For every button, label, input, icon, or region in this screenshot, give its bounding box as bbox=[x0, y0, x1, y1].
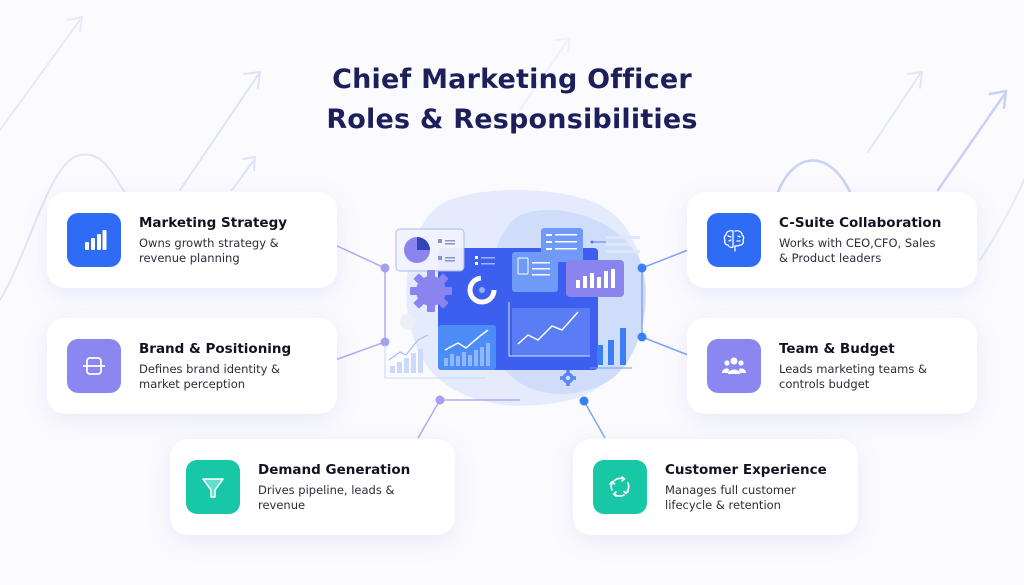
card-marketing-strategy: Marketing Strategy Owns growth strategy … bbox=[47, 192, 337, 288]
card-heading: Demand Generation bbox=[258, 461, 411, 478]
card-description: Works with CEO,CFO, Sales & Product lead… bbox=[779, 235, 936, 265]
card-heading: Brand & Positioning bbox=[139, 340, 292, 357]
card-demand-generation: Demand Generation Drives pipeline, leads… bbox=[170, 439, 455, 535]
team-icon bbox=[707, 339, 761, 393]
card-description: Defines brand identity & market percepti… bbox=[139, 361, 281, 391]
card-heading: Team & Budget bbox=[779, 340, 895, 357]
card-c-suite-collaboration: C-Suite Collaboration Works with CEO,CFO… bbox=[687, 192, 977, 288]
card-heading: Customer Experience bbox=[665, 461, 827, 478]
card-description: Leads marketing teams & controls budget bbox=[779, 361, 927, 391]
card-description: Manages full customer lifecycle & retent… bbox=[665, 482, 796, 512]
card-customer-experience: Customer Experience Manages full custome… bbox=[573, 439, 858, 535]
title-line-1: Chief Marketing Officer bbox=[332, 64, 692, 95]
page-title: Chief Marketing Officer Roles & Responsi… bbox=[0, 60, 1024, 140]
bar-chart-icon bbox=[67, 213, 121, 267]
card-heading: C-Suite Collaboration bbox=[779, 214, 942, 231]
card-description: Owns growth strategy & revenue planning bbox=[139, 235, 279, 265]
funnel-icon bbox=[186, 460, 240, 514]
title-line-2: Roles & Responsibilities bbox=[326, 104, 698, 135]
cycle-arrows-icon bbox=[593, 460, 647, 514]
card-heading: Marketing Strategy bbox=[139, 214, 288, 231]
brain-icon bbox=[707, 213, 761, 267]
card-description: Drives pipeline, leads & revenue bbox=[258, 482, 395, 512]
card-brand-positioning: Brand & Positioning Defines brand identi… bbox=[47, 318, 337, 414]
frame-icon bbox=[67, 339, 121, 393]
card-team-budget: Team & Budget Leads marketing teams & co… bbox=[687, 318, 977, 414]
